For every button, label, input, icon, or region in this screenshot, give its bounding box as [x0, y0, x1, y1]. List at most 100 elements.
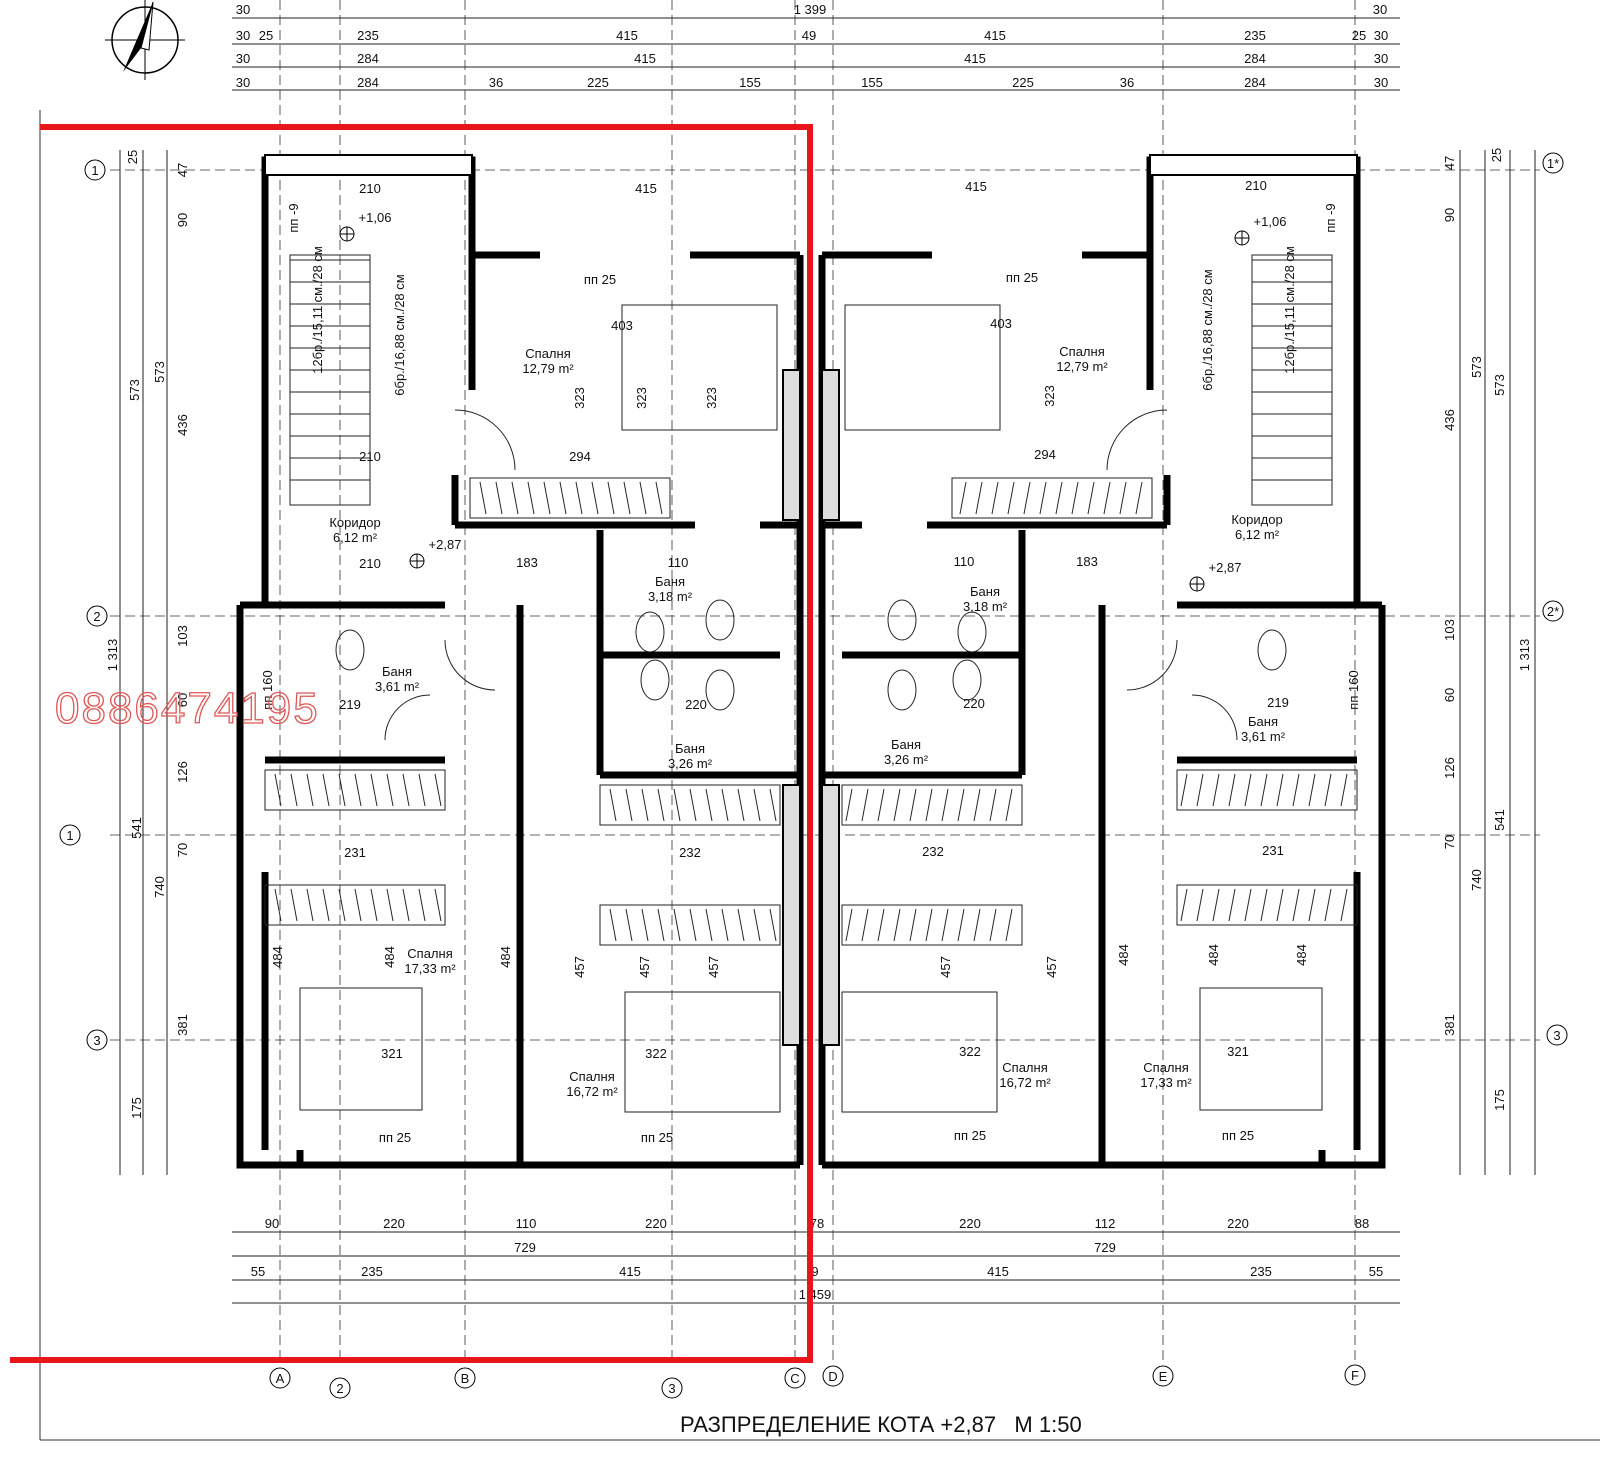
- dimension-value: 457: [938, 956, 953, 978]
- plan-note: 12бр./15,11 см./28 см: [1282, 246, 1297, 374]
- sanitary-fixture: [335, 629, 365, 671]
- grid-axis-bubble: [1546, 1024, 1568, 1046]
- room-area: 3,61 m²: [1241, 729, 1286, 744]
- bed: [1199, 987, 1323, 1111]
- grid-axis-bubble: [784, 1367, 806, 1389]
- grid-axis-label: B: [461, 1371, 470, 1386]
- wardrobe-hatch: [673, 908, 681, 942]
- dimension-value: 70: [1442, 835, 1457, 849]
- dimension-value: 55: [251, 1264, 265, 1279]
- grid-axis-label: 1: [66, 828, 73, 843]
- grid-axis-bubble: [822, 1365, 844, 1387]
- grid-axis-bubble: [84, 159, 106, 181]
- dimension-value: 484: [270, 946, 285, 968]
- dimension-value: 210: [359, 556, 381, 571]
- dimension-value: 322: [645, 1046, 667, 1061]
- wardrobe-hatch: [957, 788, 965, 822]
- wardrobe-hatch: [1180, 773, 1188, 807]
- wardrobe-hatch: [1212, 773, 1220, 807]
- bed: [841, 991, 998, 1113]
- dimension-value: 322: [959, 1044, 981, 1059]
- dimension-value: 729: [1094, 1240, 1116, 1255]
- room-name: Спалня: [525, 346, 570, 361]
- bed: [844, 304, 1001, 431]
- dimension-value: 30: [1373, 2, 1387, 17]
- wardrobe-hatch: [543, 481, 551, 515]
- wardrobe-hatch: [625, 908, 633, 942]
- room-name: Баня: [675, 741, 705, 756]
- wardrobe-hatch: [893, 908, 901, 942]
- dimension-value: 415: [987, 1264, 1009, 1279]
- wardrobe-hatch: [689, 908, 697, 942]
- wardrobe-hatch: [1023, 481, 1031, 515]
- wardrobe-hatch: [925, 788, 933, 822]
- room-area: 16,72 m²: [999, 1075, 1051, 1090]
- sanitary-fixture: [705, 669, 735, 711]
- sanitary-fixture: [887, 599, 917, 641]
- staircase: [1251, 254, 1333, 506]
- dimension-value: 30: [1374, 75, 1388, 90]
- hatched-wall: [821, 369, 840, 521]
- plan-note: пп 25: [954, 1128, 986, 1143]
- dimension-value: 284: [1244, 75, 1266, 90]
- room-area: 12,79 m²: [1056, 359, 1108, 374]
- level-marker-icon: [410, 554, 424, 568]
- hatched-wall: [782, 369, 801, 521]
- dimension-value: 25: [1489, 148, 1504, 162]
- wardrobe-hatch: [705, 788, 713, 822]
- wardrobe-hatch: [957, 908, 965, 942]
- wardrobe: [599, 904, 781, 946]
- wardrobe-hatch: [1308, 773, 1316, 807]
- plan-note: 6бр./16,88 см./28 см: [392, 274, 407, 396]
- dimension-value: 235: [1244, 28, 1266, 43]
- wardrobe-hatch: [609, 788, 617, 822]
- wardrobe: [841, 904, 1023, 946]
- dimension-value: 323: [572, 387, 587, 409]
- plan-note: пп 25: [641, 1130, 673, 1145]
- dimension-value: 30: [236, 28, 250, 43]
- highlight-boundary: [10, 124, 813, 1363]
- wardrobe-hatch: [274, 773, 282, 807]
- grid-axis-label: E: [1159, 1369, 1168, 1384]
- wardrobe-hatch: [354, 888, 362, 922]
- door-swing: [1106, 409, 1168, 471]
- wardrobe-hatch: [1005, 788, 1013, 822]
- grid-axis-label: 3: [93, 1033, 100, 1048]
- room-area: 3,26 m²: [884, 752, 929, 767]
- wardrobe-hatch: [1324, 888, 1332, 922]
- bed: [624, 991, 781, 1113]
- dimension-value: 30: [1374, 51, 1388, 66]
- dimension-value: 49: [802, 28, 816, 43]
- dimension-value: 78: [810, 1216, 824, 1231]
- wardrobe-hatch: [575, 481, 583, 515]
- wardrobe-hatch: [641, 908, 649, 942]
- staircase: [289, 254, 371, 506]
- plan-note: пп 160: [1346, 670, 1361, 709]
- wardrobe-hatch: [909, 908, 917, 942]
- room-name: Коридор: [1231, 512, 1282, 527]
- room-area: 16,72 m²: [566, 1084, 618, 1099]
- wardrobe-hatch: [370, 888, 378, 922]
- wardrobe: [264, 769, 446, 811]
- sanitary-fixture: [887, 669, 917, 711]
- dimension-value: 294: [1034, 447, 1056, 462]
- wardrobe-hatch: [623, 481, 631, 515]
- dimension-value: 110: [516, 1216, 537, 1231]
- wardrobe-hatch: [959, 481, 967, 515]
- dimension-value: 1 459: [799, 1287, 832, 1302]
- wardrobe-hatch: [418, 773, 426, 807]
- dimension-value: 9: [811, 1264, 818, 1279]
- grid-axis-bubble: [1344, 1364, 1366, 1386]
- wardrobe-hatch: [1007, 481, 1015, 515]
- grid-axis-label: C: [790, 1371, 799, 1386]
- wardrobe-hatch: [657, 788, 665, 822]
- dimension-value: 321: [1227, 1044, 1249, 1059]
- dimension-value: 30: [236, 75, 250, 90]
- wardrobe-hatch: [609, 908, 617, 942]
- dimension-value: 112: [1095, 1216, 1116, 1231]
- dimension-value: 321: [381, 1046, 403, 1061]
- dimension-value: 484: [382, 946, 397, 968]
- wardrobe-hatch: [1244, 773, 1252, 807]
- wardrobe-hatch: [989, 908, 997, 942]
